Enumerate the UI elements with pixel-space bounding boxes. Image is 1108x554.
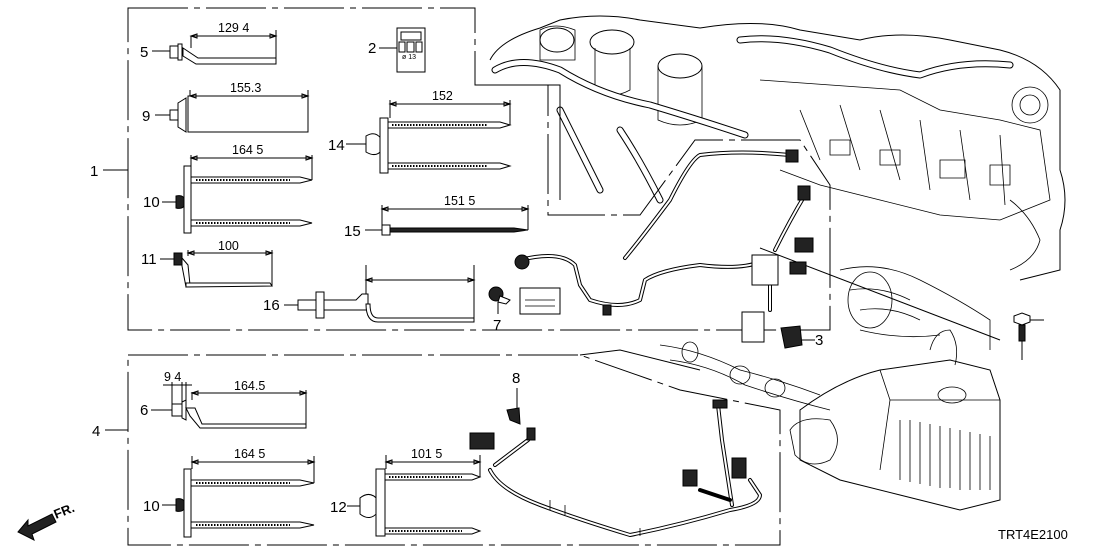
engine-illustration [489,15,1066,511]
front-arrow-icon [17,513,57,541]
dimension-label: 164 5 [232,143,263,157]
callout-11: 11 [141,251,157,268]
dimension-label: 129 4 [218,21,249,35]
front-label: FR. [52,500,77,522]
callout-3: 3 [815,332,823,349]
part-2-connector: 2 ø 13 [368,27,426,73]
callout-4: 4 [92,423,100,440]
callout-9: 9 [142,108,150,125]
sub-dimension-label: 9 4 [164,370,181,384]
callout-6: 6 [140,402,148,419]
dimension-label: 164.5 [234,379,265,393]
sub-wire-harness [469,399,762,537]
part-6-band-clip: 6 9 4 164.5 [140,370,308,429]
part-9-band-clip: 9 155.3 [142,81,310,133]
front-direction-indicator: FR. [17,500,77,541]
callout-7: 7 [493,317,501,334]
callout-12: 12 [330,499,347,516]
callout-15: 16 [263,297,280,314]
callout-5: 5 [140,44,148,61]
part-13-double-tie: 14 152 [328,89,512,174]
part-12-double-tie: 12 101 5 [330,447,482,537]
part-5-band-clip: 5 129 4 [140,21,278,65]
diagram-code: TRT4E2100 [998,527,1068,542]
part-3-connector-clip: 3 [780,325,823,349]
part-11-band-clip: 11 100 [141,239,274,288]
dimension-label: 100 [218,239,239,253]
dimension-label: 151 5 [444,194,475,208]
callout-14: 15 [344,223,361,240]
part-10-double-tie-lower: 10 164 5 [143,447,316,538]
callout-8: 8 [512,370,520,387]
part-10-double-tie: 10 164 5 [143,143,314,234]
part-15-band-clip: 16 [263,265,476,323]
part-8-clip: 8 [506,370,521,425]
callout-13: 14 [328,137,345,154]
group-1-box [103,7,831,331]
leader-line [579,349,701,371]
part-14-cable-tie: 15 151 5 [344,194,530,240]
part-7-clip: 7 [488,286,511,334]
callout-2: 2 [368,40,376,57]
dimension-label: 155.3 [230,81,261,95]
dimension-label: 164 5 [234,447,265,461]
callout-10: 10 [143,194,160,211]
part-16-flange-bolt [1013,312,1044,360]
dimension-label: 152 [432,89,453,103]
group-4-box [105,354,781,546]
dimension-label: 101 5 [411,447,442,461]
callout-1: 1 [90,163,98,180]
leader-line [475,84,561,200]
diameter-note: ø 13 [402,54,416,61]
callout-10: 10 [143,498,160,515]
engine-wire-harness [514,149,814,343]
